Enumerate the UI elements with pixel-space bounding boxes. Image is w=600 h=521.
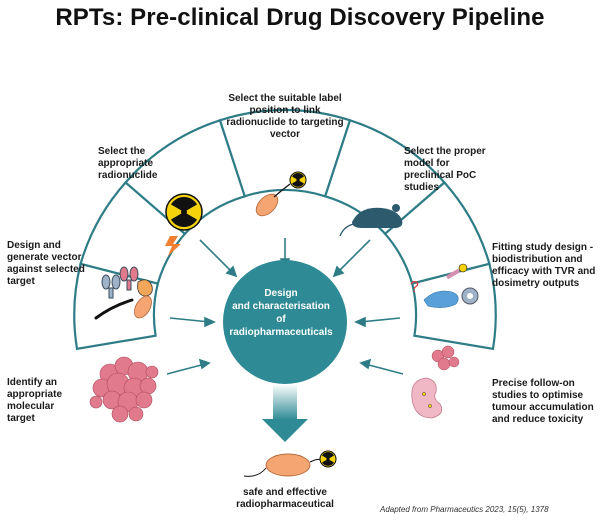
output-arrow bbox=[262, 384, 308, 442]
radiation-symbol-icon bbox=[165, 193, 203, 256]
arrow-from-radionuclide bbox=[199, 239, 238, 278]
arrow-from-vector bbox=[169, 316, 216, 328]
antibody-vectors-icon bbox=[94, 266, 153, 320]
center-circle bbox=[223, 260, 347, 384]
labelled-vector-icon bbox=[255, 171, 307, 217]
tumour-cluster-icon bbox=[89, 356, 159, 423]
arrow-from-followon bbox=[359, 358, 404, 375]
step-study-label: Fitting study design -biodistribution an… bbox=[492, 242, 596, 289]
segment-followon bbox=[410, 262, 497, 351]
arrow-from-target bbox=[166, 358, 211, 375]
source-citation: Adapted from Pharmaceutics 2023, 15(5), … bbox=[380, 505, 549, 514]
followon-organs-icon bbox=[411, 345, 460, 419]
center-label: Design and characterisation of radiophar… bbox=[229, 288, 333, 338]
study-design-icon: ? bbox=[410, 263, 479, 308]
mouse-model-icon bbox=[339, 204, 403, 237]
arrow-from-study bbox=[354, 316, 401, 328]
svg-text:?: ? bbox=[410, 279, 419, 296]
arrow-from-model bbox=[332, 239, 371, 278]
output-radiopharmaceutical-icon bbox=[243, 450, 337, 477]
page-title: RPTs: Pre-clinical Drug Discovery Pipeli… bbox=[55, 4, 545, 31]
